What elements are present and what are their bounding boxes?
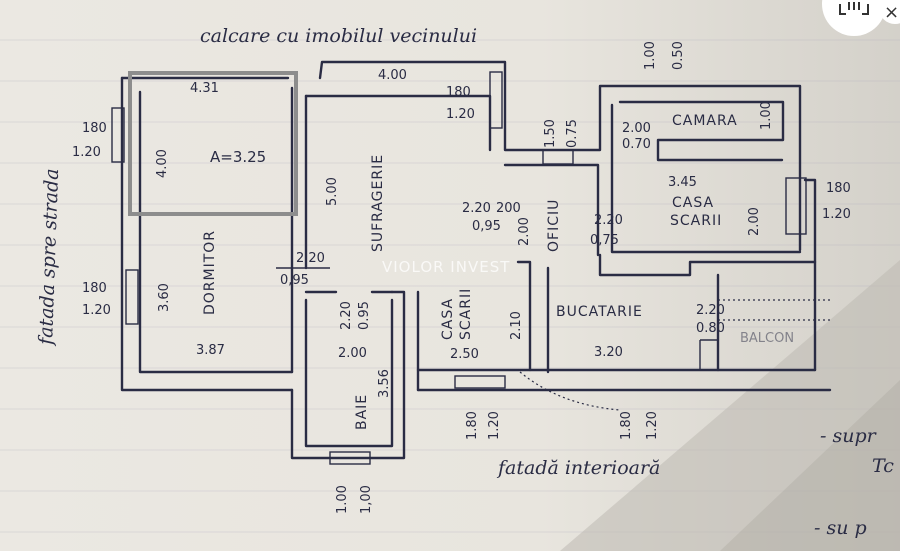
area-highlight-box [128,71,298,216]
dim-387: 3.87 [196,343,225,358]
margin-note-c: - su p [814,517,867,539]
room-sufragerie: SUFRAGERIE [370,154,386,252]
dim-050-top: 0.50 [671,41,686,70]
dim-095-baie: 0.95 [357,301,372,330]
dim-220-buc: 2.20 [696,303,725,318]
dim-200-baie: 2.00 [338,346,367,361]
dim-220-suf: 2.20 [462,201,491,216]
dimensions: 4.31 4.00 4.00 A=3.25 5.00 3.60 3.87 2.2… [72,41,851,514]
dim-180-top: 180 [446,85,471,100]
dim-120-left-a: 1.20 [72,145,101,160]
shadow-edge [720,380,900,551]
dim-210: 2.10 [509,311,524,340]
qr-scan-icon [839,2,869,15]
dim-100-bottom-a: 1.00 [335,485,350,514]
room-oficiu: OFICIU [546,199,562,252]
dim-075-vert: 0.75 [565,119,580,148]
margin-note-b: Tc [872,455,894,477]
dim-345: 3.45 [668,175,697,190]
dim-220-a: 2.20 [296,251,325,266]
dim-320: 3.20 [594,345,623,360]
dim-500: 5.00 [325,177,340,206]
dim-200-cs: 2.00 [747,207,762,236]
watermark: VIOLOR INVEST [382,258,510,276]
dim-180-bottom-a: 1.80 [465,411,480,440]
dim-180-right: 180 [826,181,851,196]
room-casa-scarii-center-a: CASA [440,298,456,340]
dim-200-oficiu: 2.00 [517,217,532,246]
close-icon: × [884,2,899,23]
dim-100-bottom-b: 1,00 [359,485,374,514]
dim-120-top: 1.20 [446,107,475,122]
dim-220-baie: 2.20 [339,301,354,330]
room-balcon: BALCON [740,331,794,346]
room-labels: DORMITOR SUFRAGERIE CAMARA CASA SCARII O… [202,113,794,430]
dim-100-camara: 1.00 [759,101,774,130]
room-casa-scarii-top-a: CASA [672,195,714,211]
room-bucatarie: BUCATARIE [556,304,643,320]
dim-180-bottom-b: 1.80 [619,411,634,440]
dim-080: 0.80 [696,321,725,336]
dim-250: 2.50 [450,347,479,362]
dim-356: 3.56 [377,369,392,398]
dim-area: A=3.25 [210,148,266,166]
room-casa-scarii-center-b: SCARII [458,288,474,340]
dim-400-left: 4.00 [155,149,170,178]
dim-431: 4.31 [190,81,219,96]
room-camara: CAMARA [672,113,738,129]
dim-120-left-b: 1.20 [82,303,111,318]
margin-note-a: - supr [820,425,878,447]
interior-facade-note: fatadă interioară [496,457,660,479]
dim-100-top: 1.00 [643,41,658,70]
dim-120-bottom-a: 1.20 [487,411,502,440]
dim-180-left-b: 180 [82,281,107,296]
walls [111,60,832,465]
dim-400-top: 4.00 [378,68,407,83]
top-note: calcare cu imobilul vecinului [200,25,477,47]
dim-220-camara: 2.00 [622,121,651,136]
dim-070: 0.70 [622,137,651,152]
dim-150: 1.50 [543,119,558,148]
dim-120-right: 1.20 [822,207,851,222]
room-dormitor: DORMITOR [202,230,218,315]
dim-120-bottom-b: 1.20 [645,411,660,440]
dim-095-b: 0,95 [472,219,501,234]
room-casa-scarii-top-b: SCARII [670,213,722,229]
dim-075-oficiu: 0,75 [590,233,619,248]
dim-095-a: 0,95 [280,273,309,288]
close-button[interactable]: × [879,0,900,24]
dim-180-left-a: 180 [82,121,107,136]
dim-360: 3.60 [157,283,172,312]
qr-scan-button[interactable] [822,0,886,36]
room-baie: BAIE [354,394,370,430]
dim-220-oficiu: 2.20 [594,213,623,228]
dim-200-suf: 200 [496,201,521,216]
